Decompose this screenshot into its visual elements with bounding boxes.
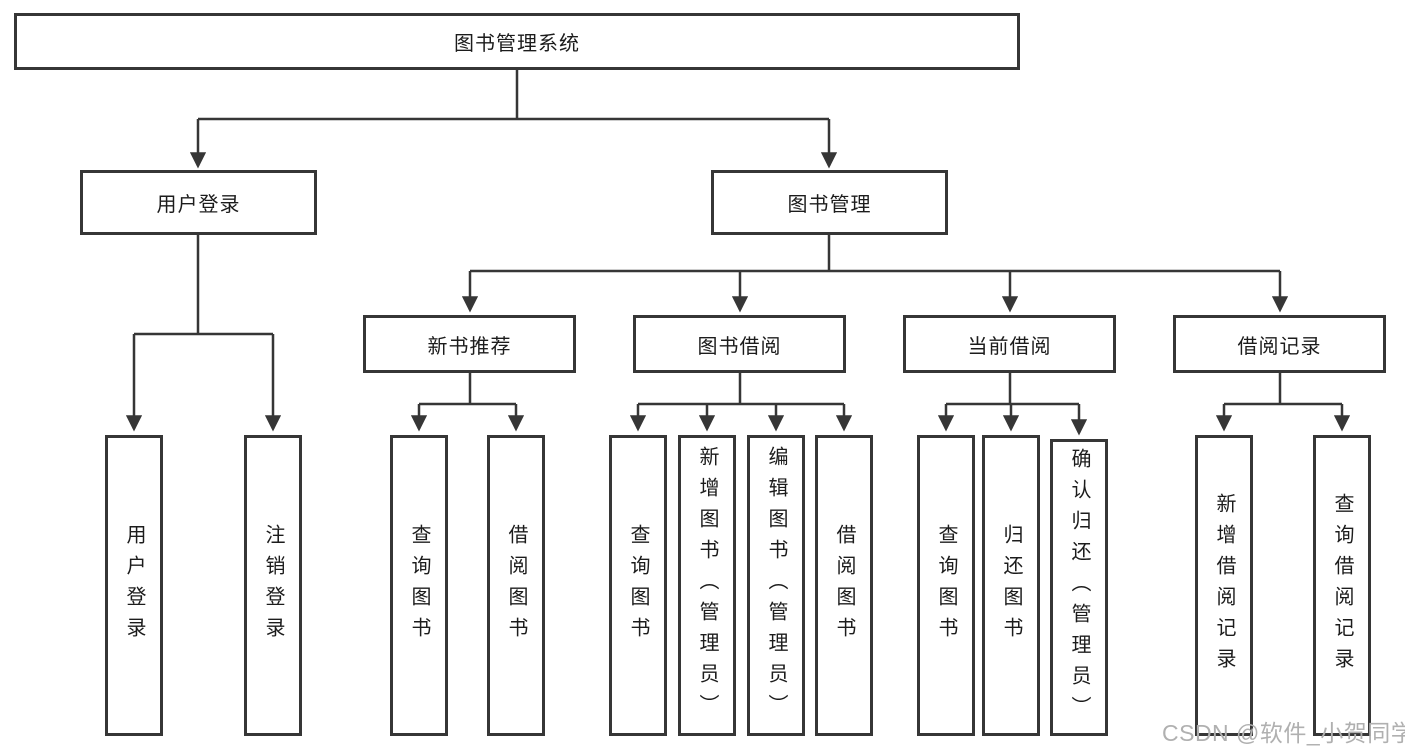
- csdn-watermark: CSDN @软件_小贺同学: [1162, 720, 1405, 746]
- connector-current-borrow-children: [937, 373, 1088, 436]
- node-leaf-newbook-query: 查询图书: [390, 435, 448, 736]
- leaf-label: 查询图书: [408, 523, 430, 648]
- node-book-mgmt: 图书管理: [711, 170, 948, 235]
- leaf-label: 注销登录: [262, 523, 284, 648]
- node-leaf-user-login: 用户登录: [105, 435, 163, 736]
- leaf-label: 编辑图书（管理员）: [765, 446, 787, 725]
- connector-user-login-children: [125, 235, 282, 432]
- node-leaf-current-confirm: 确认归还（管理员）: [1050, 439, 1108, 736]
- leaf-label: 查询图书: [935, 523, 957, 648]
- node-book-borrow-label: 图书借阅: [697, 335, 782, 358]
- node-library-system: 图书管理系统: [14, 13, 1020, 70]
- node-leaf-records-add: 新增借阅记录: [1195, 435, 1253, 736]
- node-leaf-current-query: 查询图书: [917, 435, 975, 736]
- node-new-book: 新书推荐: [363, 315, 576, 373]
- node-leaf-current-return: 归还图书: [982, 435, 1040, 736]
- connector-new-book-children: [410, 373, 525, 432]
- node-leaf-borrow-borrow: 借阅图书: [815, 435, 873, 736]
- connector-root-to-level2: [189, 70, 838, 169]
- node-leaf-borrow-edit: 编辑图书（管理员）: [747, 435, 805, 736]
- node-user-login: 用户登录: [80, 170, 317, 235]
- node-current-borrow: 当前借阅: [903, 315, 1116, 373]
- node-borrow-records-label: 借阅记录: [1237, 335, 1322, 358]
- node-leaf-logout: 注销登录: [244, 435, 302, 736]
- node-borrow-records: 借阅记录: [1173, 315, 1386, 373]
- leaf-label: 查询借阅记录: [1331, 492, 1353, 679]
- node-leaf-borrow-add: 新增图书（管理员）: [678, 435, 736, 736]
- node-leaf-newbook-borrow: 借阅图书: [487, 435, 545, 736]
- node-book-borrow: 图书借阅: [633, 315, 846, 373]
- node-user-login-label: 用户登录: [156, 194, 241, 216]
- leaf-label: 借阅图书: [833, 523, 855, 648]
- leaf-label: 确认归还（管理员）: [1068, 448, 1090, 727]
- node-leaf-records-query: 查询借阅记录: [1313, 435, 1371, 736]
- node-new-book-label: 新书推荐: [427, 335, 512, 358]
- node-leaf-borrow-query: 查询图书: [609, 435, 667, 736]
- leaf-label: 归还图书: [1000, 523, 1022, 648]
- connector-book-borrow-children: [629, 373, 853, 432]
- connector-book-mgmt-children: [461, 235, 1289, 313]
- node-book-mgmt-label: 图书管理: [787, 194, 872, 216]
- leaf-label: 查询图书: [627, 523, 649, 648]
- leaf-label: 新增图书（管理员）: [696, 446, 718, 725]
- leaf-label: 借阅图书: [505, 523, 527, 648]
- leaf-label: 用户登录: [123, 523, 145, 648]
- node-current-borrow-label: 当前借阅: [967, 335, 1052, 358]
- leaf-label: 新增借阅记录: [1213, 492, 1235, 679]
- connector-borrow-records-children: [1215, 373, 1351, 432]
- node-library-system-label: 图书管理系统: [454, 33, 580, 55]
